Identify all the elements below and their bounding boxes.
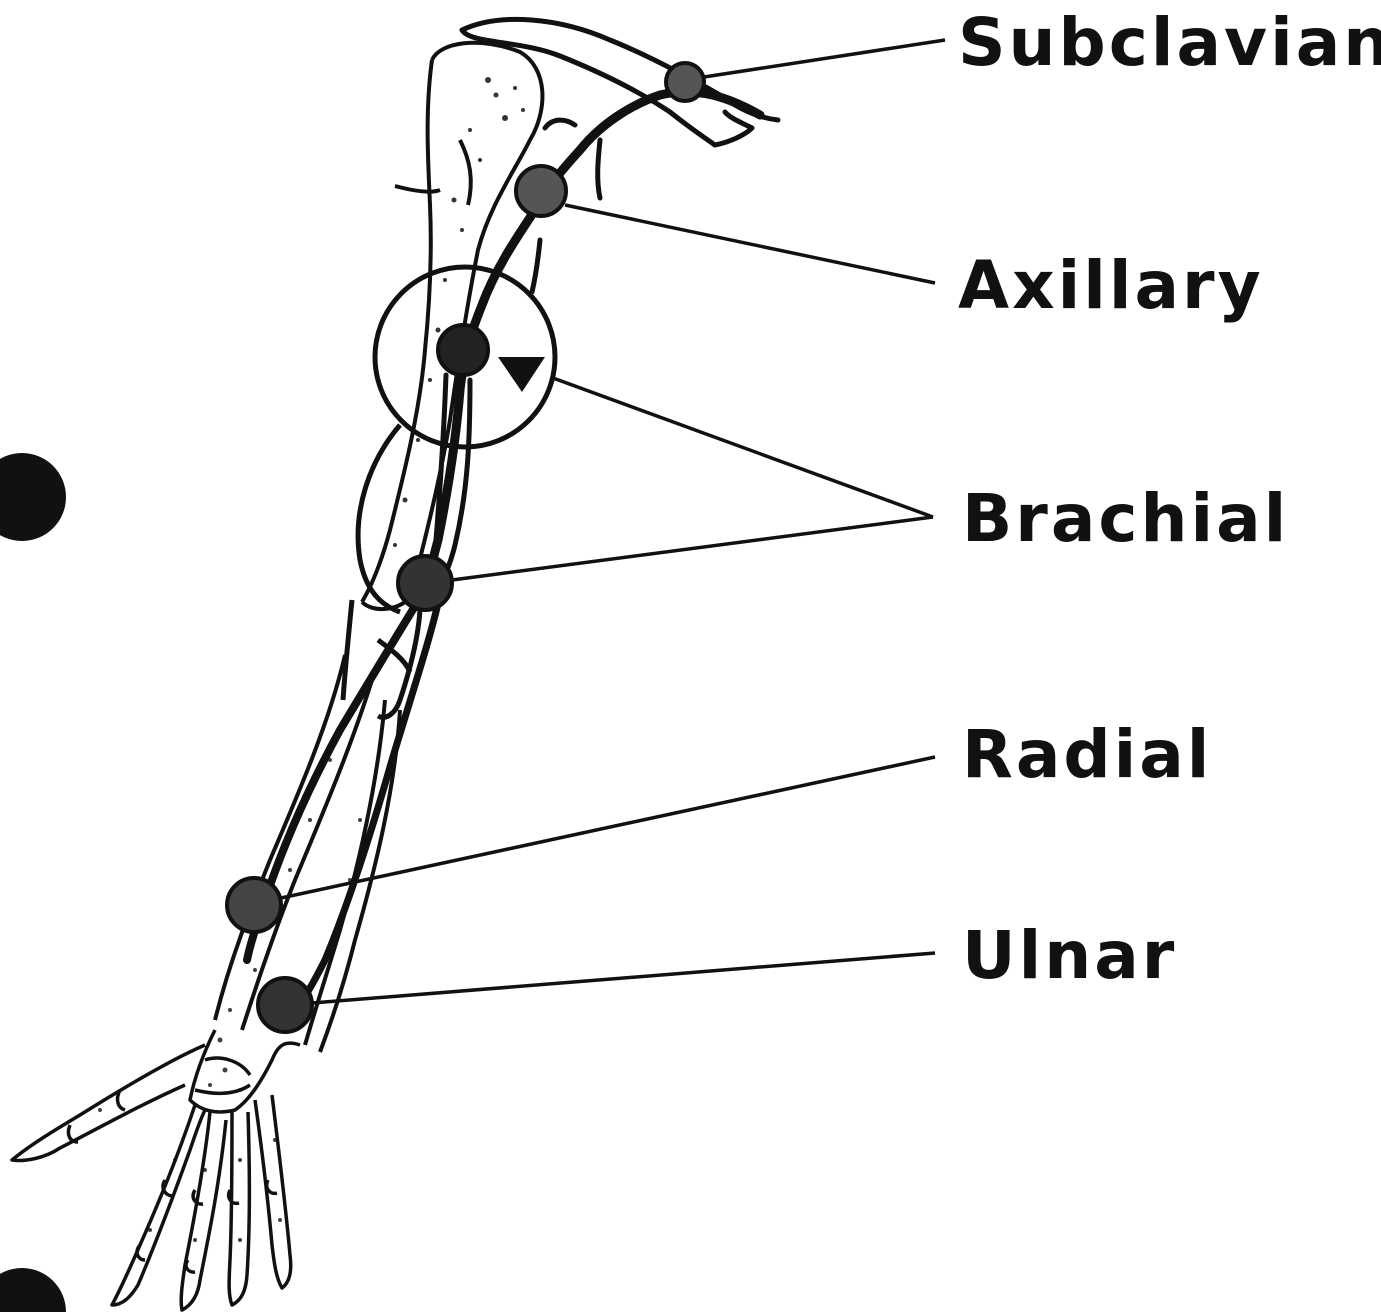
label-radial: Radial bbox=[962, 716, 1212, 793]
leader-brachial-upper bbox=[553, 378, 933, 517]
hand-bones bbox=[12, 1030, 300, 1310]
leader-radial bbox=[281, 757, 935, 898]
pulse-point-subclavian bbox=[666, 63, 704, 101]
label-ulnar: Ulnar bbox=[962, 917, 1177, 994]
pulse-points bbox=[227, 63, 704, 1032]
leader-brachial-lower bbox=[452, 517, 933, 580]
leader-lines bbox=[281, 40, 945, 1003]
label-axillary: Axillary bbox=[958, 247, 1264, 324]
pointer-arrow-icon bbox=[498, 357, 545, 392]
label-subclavian: Subclavian bbox=[958, 4, 1381, 81]
humerus-shading bbox=[393, 77, 525, 547]
leader-subclavian bbox=[704, 40, 945, 77]
pulse-point-ulnar bbox=[258, 978, 312, 1032]
punch-hole-upper bbox=[0, 453, 66, 541]
pulse-point-brachial-upper bbox=[438, 325, 488, 375]
label-brachial: Brachial bbox=[962, 480, 1289, 557]
punch-hole-lower bbox=[0, 1268, 66, 1312]
pulse-point-axillary bbox=[516, 166, 566, 216]
pulse-point-radial bbox=[227, 878, 281, 932]
clavicle bbox=[462, 19, 778, 145]
leader-axillary bbox=[565, 205, 935, 283]
pulse-point-brachial-lower bbox=[398, 556, 452, 610]
leader-ulnar bbox=[312, 953, 935, 1003]
